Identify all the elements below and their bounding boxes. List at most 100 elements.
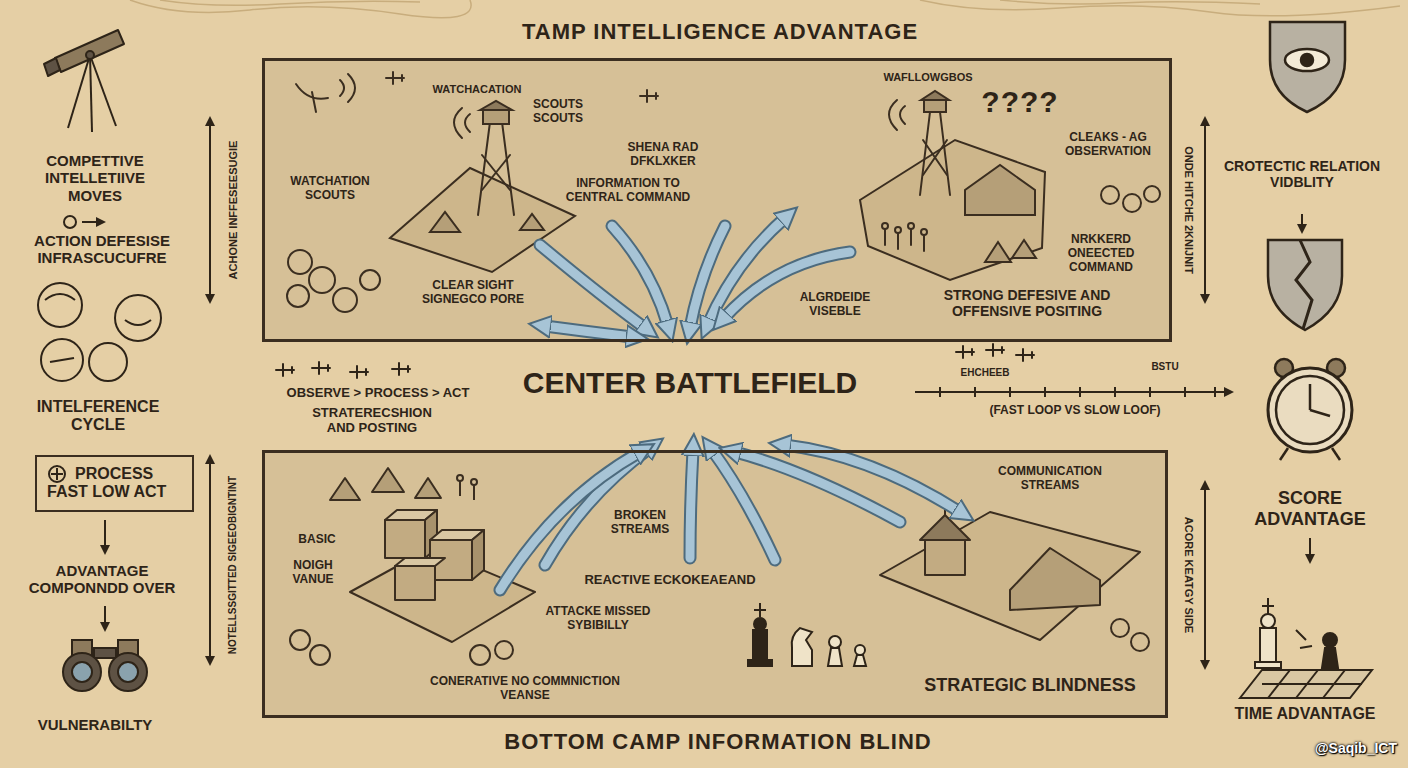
fortified-camp: [1012, 240, 1036, 258]
block-fortress: [395, 558, 445, 566]
map-contour: [160, 0, 420, 5]
watchtower-camp: [309, 267, 335, 293]
loop-timeline: [1184, 387, 1186, 397]
blind-camp: [1131, 633, 1149, 651]
binoculars-icon: [118, 662, 138, 682]
interference-circles: [45, 294, 75, 300]
block-fortress: [385, 520, 425, 558]
watchtower-camp: [360, 270, 380, 290]
blind-camp: [920, 515, 970, 540]
fortified-camp: [924, 100, 946, 112]
watchtower-camp: [333, 288, 357, 312]
annotation-label: VULNERABILTY: [5, 716, 185, 733]
annotation-label: ADVANTAGE COMPONNDD OVER: [15, 562, 190, 597]
process-icon: [49, 466, 65, 482]
annotation-label: COMPETTIVE INTELLETIIVE MOVES: [20, 152, 170, 204]
side-note: ACHONE INFFESEESUGIE: [226, 138, 240, 283]
annotation-label: COMPETTIVE INTELLETIIVE MOVES: [42, 151, 148, 205]
text-block: BASIC: [287, 533, 347, 547]
watchtower-camp: [465, 114, 470, 132]
clock-icon: [1280, 448, 1288, 460]
watchtower-camp: [386, 72, 404, 84]
node-label: CLEAR SIGHT SIGNEGCO PORE: [419, 277, 527, 307]
text-block: STRONG DEFESIVE AND OFFENSIVE POSITING: [905, 287, 1150, 319]
panel-heading: TAMP INTELLIGENCE ADVANTAGE: [519, 18, 921, 45]
clock-icon: [1276, 376, 1344, 444]
watchtower-camp: [483, 110, 509, 124]
chess-pieces: [854, 655, 866, 666]
block-fortress: [290, 630, 310, 650]
annotation-label: STRATERECSHION AND POSTING: [309, 404, 435, 436]
annotation-label: EHCHEEB: [958, 366, 1013, 379]
node-label: CONERATIVE NO COMMNICTION VEANSE: [427, 673, 623, 703]
loop-timeline: [1114, 387, 1116, 397]
telescope-icon: [90, 55, 92, 132]
binoculars-icon: [63, 653, 101, 691]
node-label: INFORMATION TO CENTRAL COMMAND: [563, 175, 693, 205]
binoculars-icon: [63, 640, 147, 691]
telescope-icon: [68, 55, 90, 128]
panel-heading: TAMP INTELLIGENCE ADVANTAGE: [270, 19, 1170, 44]
panel-ground: [262, 450, 1168, 718]
text-block: SCOUTS SCOUTS: [523, 98, 593, 126]
annotation-label: ACTION DEFESISE INFRASCUCUFRE: [10, 232, 195, 267]
node-label: CLEAKS - AG OBSERVATION: [1062, 129, 1154, 159]
node-label: REACTIVE ECKOKEAEAND: [581, 571, 758, 588]
intel-stream-arrow: [612, 226, 668, 326]
fortified-camp: [900, 106, 905, 124]
chess-pieces: [792, 628, 812, 666]
telescope-icon: [44, 30, 124, 132]
scout-planes: [276, 364, 294, 376]
bottom-camp-panel: BOTTOM CAMP INFORMATION BLINDBASICNOIGH …: [262, 450, 1168, 718]
shield-eye-icon: [1270, 22, 1345, 112]
map-contour: [130, 0, 1400, 18]
fortified-camp: [920, 112, 930, 195]
chessboard-icon: [1268, 670, 1290, 698]
loop-timeline: [915, 387, 1232, 397]
side-note: ONDE HITCHE 2KNIJNIT: [1183, 143, 1196, 277]
text-block: NRKKERD ONEECTED COMMAND: [1054, 233, 1149, 274]
interference-circles: [41, 339, 83, 381]
map-contour: [1000, 0, 1260, 4]
shield-eye-icon: [1285, 49, 1329, 71]
fortified-camp: [897, 233, 899, 249]
annotation-label: INTELFERENCE CYCLE: [13, 398, 183, 435]
chessboard-icon: [1322, 648, 1338, 668]
interference-circles: [50, 358, 74, 362]
blind-camp: [880, 500, 1149, 651]
loop-timeline: [1214, 387, 1216, 397]
node-label: SCOUTS SCOUTS: [530, 96, 586, 126]
scout-planes: [986, 344, 1004, 356]
fortified-camp: [860, 140, 1045, 280]
telescope-icon: [86, 51, 94, 59]
text-block: COMMUNICATION STREAMS: [985, 465, 1115, 493]
blind-camp: [1010, 548, 1100, 610]
block-fortress: [470, 645, 490, 665]
watchtower-camp: [480, 101, 512, 110]
annotation-label: CROTECTIC RELATION VIDBLITY: [1215, 158, 1390, 190]
text-block: INFORMATION TO CENTRAL COMMAND: [553, 177, 703, 205]
watchtower-camp: [482, 155, 510, 190]
flow-arrow: [1301, 214, 1303, 232]
chessboard-icon: [1260, 628, 1276, 664]
fortified-camp: [1123, 194, 1141, 212]
blind-camp: [1111, 619, 1129, 637]
fortified-camp: [1144, 186, 1160, 202]
text-block: ATTACKE MISSED SYBIBILLY: [523, 605, 673, 633]
watchtower-camp: [430, 212, 460, 232]
text-block: REACTIVE ECKOKEAEAND: [570, 573, 770, 588]
node-label: STRONG DEFESIVE AND OFFENSIVE POSITING: [941, 286, 1114, 320]
chessboard-icon: [1323, 633, 1337, 647]
range-arrow: [210, 118, 1205, 668]
watchtower-camp: [287, 285, 309, 307]
side-note: ACORE KEATGY SIDE: [1182, 514, 1196, 636]
range-arrow: [209, 456, 211, 664]
watchtower-camp: [478, 122, 490, 215]
clock-icon: [1309, 384, 1312, 410]
scout-planes: [392, 363, 410, 375]
side-note: ONDE HITCHE 2KNIJNIT: [1182, 143, 1196, 277]
watchtower-camp: [520, 214, 544, 230]
intel-stream-arrow: [500, 218, 960, 590]
